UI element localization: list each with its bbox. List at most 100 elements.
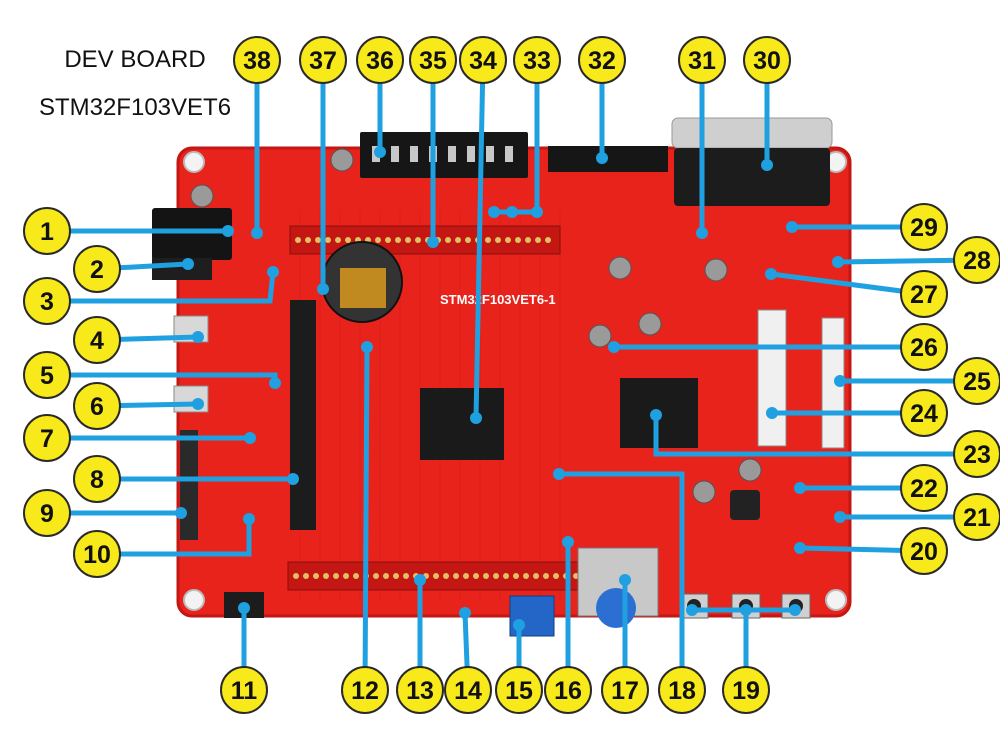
dc-jack <box>152 208 232 260</box>
callout-badge-11: 11 <box>220 666 268 714</box>
callout-badge-circle <box>722 666 770 714</box>
callout-label-28: 28 <box>963 247 991 275</box>
leader-line-3 <box>47 271 276 304</box>
header-pin <box>373 573 379 579</box>
callout-badge-circle <box>73 382 121 430</box>
capacitor <box>692 480 716 504</box>
callout-label-24: 24 <box>910 400 938 428</box>
callout-badge-28: 28 <box>953 236 1000 284</box>
leader-dot-7 <box>244 432 256 444</box>
header-pin <box>533 573 539 579</box>
callout-label-23: 23 <box>963 441 991 469</box>
callout-badge-circle <box>678 36 726 84</box>
callout-badge-29: 29 <box>900 203 948 251</box>
jtag-pin <box>486 146 494 162</box>
header-pin <box>375 237 381 243</box>
callout-badge-circle <box>73 530 121 578</box>
header-pin <box>545 237 551 243</box>
callout-badge-circle <box>409 36 457 84</box>
callout-label-6: 6 <box>90 393 104 421</box>
jtag-header <box>360 132 528 178</box>
callout-badge-33: 33 <box>513 36 561 84</box>
leader-dot-37 <box>317 283 329 295</box>
callout-label-4: 4 <box>90 327 104 355</box>
header-pin <box>315 237 321 243</box>
callout-badge-25: 25 <box>953 357 1000 405</box>
callout-label-13: 13 <box>406 677 434 705</box>
callout-badge-circle <box>23 351 71 399</box>
callout-badge-19: 19 <box>722 666 770 714</box>
black-header <box>548 146 668 172</box>
db9-body <box>674 148 830 206</box>
leader-dot-23 <box>650 409 662 421</box>
leader-dot-3 <box>267 266 279 278</box>
callout-badge-circle <box>495 666 543 714</box>
header-pin <box>443 573 449 579</box>
callout-label-31: 31 <box>688 47 716 75</box>
callout-badge-circle <box>953 430 1000 478</box>
callout-badge-9: 9 <box>23 489 71 537</box>
leader-dot-9 <box>175 507 187 519</box>
leader-dot-22 <box>794 482 806 494</box>
callout-badge-circle <box>459 36 507 84</box>
callout-badge-5: 5 <box>23 351 71 399</box>
callout-badge-circle <box>73 316 121 364</box>
callout-badge-circle <box>900 323 948 371</box>
header-pin <box>305 237 311 243</box>
leader-dot-33 <box>531 206 543 218</box>
callout-badge-circle <box>220 666 268 714</box>
header-pin <box>445 237 451 243</box>
capacitor <box>330 148 354 172</box>
callout-badge-22: 22 <box>900 464 948 512</box>
callout-badge-circle <box>233 36 281 84</box>
leader-line-18 <box>559 471 685 690</box>
header-pin <box>505 237 511 243</box>
leader-dot-26 <box>608 341 620 353</box>
leader-dot-5 <box>269 377 281 389</box>
callout-badge-circle <box>73 455 121 503</box>
title-line-2: STM32F103VET6 <box>38 94 232 121</box>
header-pin <box>515 237 521 243</box>
coin-cell-clip <box>340 268 386 308</box>
callout-badge-circle <box>658 666 706 714</box>
leader-dot-20 <box>794 542 806 554</box>
callout-label-7: 7 <box>40 425 54 453</box>
header-pin <box>343 573 349 579</box>
header-pin <box>325 237 331 243</box>
vertical-header <box>290 300 316 530</box>
callout-badge-circle <box>578 36 626 84</box>
callout-badge-circle <box>953 493 1000 541</box>
pcb-board: STM32F103VET6-1 <box>152 117 852 637</box>
callout-badge-18: 18 <box>658 666 706 714</box>
header-pin <box>465 237 471 243</box>
callout-badge-circle <box>444 666 492 714</box>
callout-label-16: 16 <box>554 677 582 705</box>
board-silkscreen-label: STM32F103VET6-1 <box>440 292 556 307</box>
callout-badge-21: 21 <box>953 493 1000 541</box>
header-pin <box>433 573 439 579</box>
callout-badge-circle <box>299 36 347 84</box>
callout-label-33: 33 <box>523 47 551 75</box>
header-pin <box>525 237 531 243</box>
capacitor <box>608 256 632 280</box>
header-pin <box>293 573 299 579</box>
capacitor <box>704 258 728 282</box>
leader-dot-28 <box>832 256 844 268</box>
callout-badge-38: 38 <box>233 36 281 84</box>
leader-dot-32 <box>596 152 608 164</box>
capacitor <box>738 458 762 482</box>
leader-dot-36 <box>374 146 386 158</box>
callout-label-10: 10 <box>83 541 111 569</box>
callout-badge-7: 7 <box>23 414 71 462</box>
leader-line-23 <box>653 415 977 457</box>
leader-dot-8 <box>287 473 299 485</box>
capacitor <box>190 184 214 208</box>
header-pin <box>385 237 391 243</box>
callout-label-5: 5 <box>40 362 54 390</box>
leader-dot-27 <box>765 268 777 280</box>
leader-dot-10 <box>243 513 255 525</box>
callout-badge-15: 15 <box>495 666 543 714</box>
